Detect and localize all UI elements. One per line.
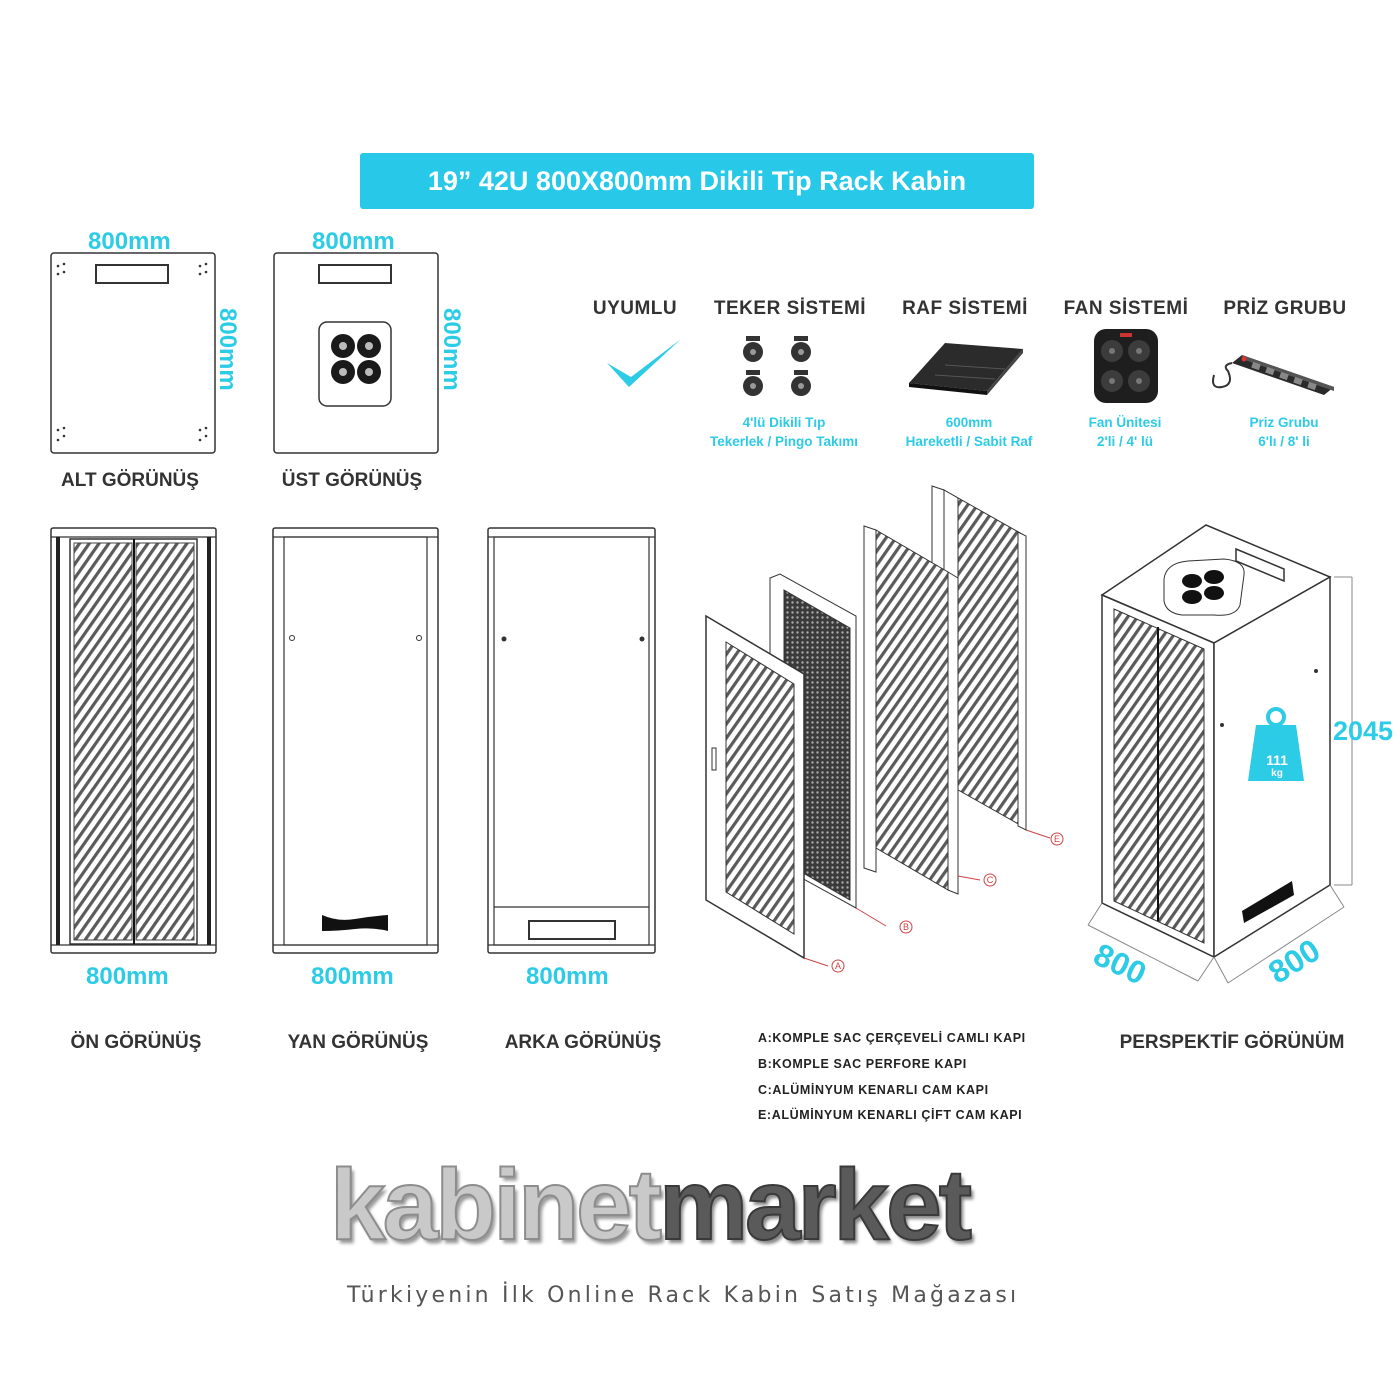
rear-view-drawing	[487, 527, 656, 954]
perspective-drawing	[1087, 524, 1353, 984]
brand-part1: kabinet	[329, 1149, 663, 1261]
door-marker-a: A	[835, 961, 841, 971]
brand-logo: kabinetmarket	[329, 1154, 973, 1256]
feature-caption-power: Priz Grubu 6'lı / 8' li	[1184, 413, 1384, 451]
bottom-view-label: ALT GÖRÜNÜŞ	[61, 470, 199, 491]
door-legend-c: C:ALÜMİNYUM KENARLI CAM KAPI	[758, 1083, 989, 1097]
fan-caption-line1: Fan Ünitesi	[1088, 415, 1162, 430]
feature-title-fan: FAN SİSTEMİ	[1063, 298, 1189, 319]
door-legend-b: B:KOMPLE SAC PERFORE KAPI	[758, 1057, 967, 1071]
alt-depth-dimension: 800mm	[214, 308, 241, 391]
shelf-caption-line1: 600mm	[945, 415, 993, 430]
weight-icon	[1248, 707, 1304, 781]
ust-depth-dimension: 800mm	[438, 308, 465, 391]
feature-caption-shelf: 600mm Hareketli / Sabit Raf	[869, 413, 1069, 451]
compat-label: UYUMLU	[592, 298, 678, 319]
caster-wheels-icon	[743, 336, 811, 396]
fan-unit-icon	[1094, 329, 1158, 403]
door-marker-e: E	[1054, 834, 1060, 844]
front-view-drawing	[50, 527, 217, 954]
alt-width-dimension: 800mm	[88, 228, 171, 255]
door-legend-e: E:ALÜMİNYUM KENARLI ÇİFT CAM KAPI	[758, 1108, 1023, 1122]
door-legend-a: A:KOMPLE SAC ÇERÇEVELİ CAMLI KAPI	[758, 1031, 1026, 1045]
wheels-caption-line1: 4'lü Dikili Tıp	[742, 415, 826, 430]
power-caption-line1: Priz Grubu	[1249, 415, 1319, 430]
top-view-drawing	[273, 252, 439, 454]
shelf-icon	[909, 343, 1023, 395]
weight-unit: kg	[1271, 768, 1283, 779]
brand-part2: market	[658, 1149, 973, 1261]
power-strip-icon	[1212, 355, 1334, 395]
ust-width-dimension: 800mm	[312, 228, 395, 255]
rear-view-label: ARKA GÖRÜNÜŞ	[504, 1032, 662, 1053]
fan-caption-line2: 2'li / 4' lü	[1097, 434, 1153, 449]
feature-title-power: PRİZ GRUBU	[1223, 298, 1347, 319]
door-marker-b: B	[903, 922, 909, 932]
front-width-dimension: 800mm	[86, 963, 169, 990]
perspective-height-dimension: 2045	[1333, 716, 1394, 746]
brand-tagline: Türkiyenin İlk Online Rack Kabin Satış M…	[347, 1283, 1020, 1308]
page-title: 19” 42U 800X800mm Dikili Tip Rack Kabin	[360, 153, 1034, 209]
feature-caption-fan: Fan Ünitesi 2'li / 4' lü	[1025, 413, 1225, 451]
perspective-view-label: PERSPEKTİF GÖRÜNÜM	[1119, 1032, 1345, 1053]
weight-number: 111	[1266, 752, 1288, 768]
feature-title-shelf: RAF SİSTEMİ	[902, 298, 1028, 319]
weight-value: 111 kg	[1247, 752, 1307, 780]
side-view-label: YAN GÖRÜNÜŞ	[287, 1032, 429, 1053]
door-marker-c: C	[987, 875, 994, 885]
feature-caption-wheels: 4'lü Dikili Tıp Tekerlek / Pingo Takımı	[684, 413, 884, 451]
rear-width-dimension: 800mm	[526, 963, 609, 990]
exploded-doors-drawing: E C B A	[705, 485, 1064, 973]
top-view-label: ÜST GÖRÜNÜŞ	[281, 470, 423, 491]
door-a	[705, 614, 829, 967]
shelf-caption-line2: Hareketli / Sabit Raf	[905, 434, 1033, 449]
wheels-caption-line2: Tekerlek / Pingo Takımı	[709, 434, 859, 449]
door-c	[863, 525, 981, 895]
front-view-label: ÖN GÖRÜNÜŞ	[70, 1032, 202, 1053]
side-width-dimension: 800mm	[311, 963, 394, 990]
power-caption-line2: 6'lı / 8' li	[1258, 434, 1310, 449]
checkmark-icon	[607, 339, 681, 387]
side-view-drawing	[272, 527, 439, 954]
feature-title-wheels: TEKER SİSTEMİ	[713, 298, 867, 319]
bottom-view-drawing	[50, 252, 216, 454]
